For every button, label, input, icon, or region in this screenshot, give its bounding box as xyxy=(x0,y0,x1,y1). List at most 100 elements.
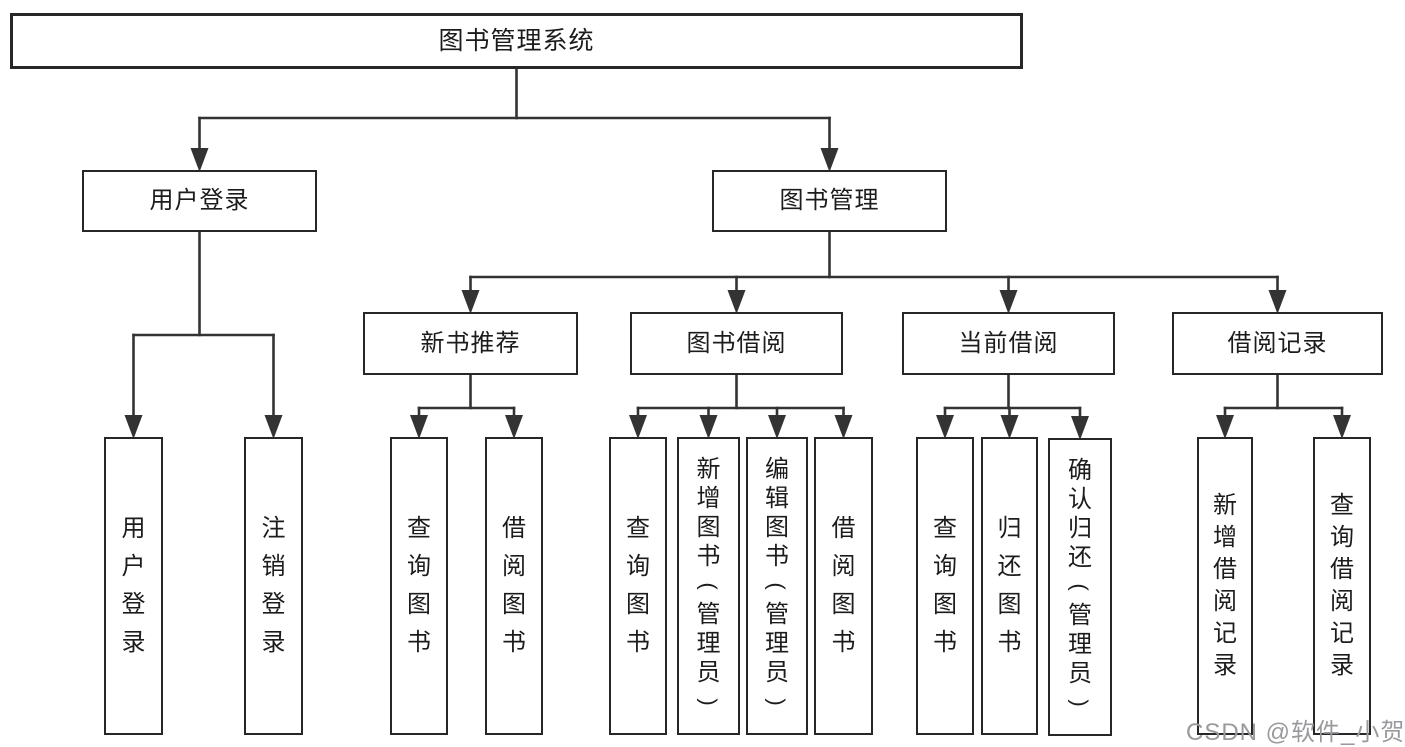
node-char: 书 xyxy=(831,629,856,656)
node-char: 员 xyxy=(696,659,721,686)
node-char: 录 xyxy=(261,629,286,656)
node-book-mgmt: 图书管理 xyxy=(712,170,947,232)
node-leaf-logout: 注销登录 xyxy=(244,437,303,735)
node-leaf-cb-confirm: 确认归还(管理员) xyxy=(1048,438,1112,736)
node-char: 图 xyxy=(933,591,957,618)
node-char: 录 xyxy=(1330,652,1354,679)
arrowhead xyxy=(727,290,746,314)
node-char: 归 xyxy=(1068,515,1092,542)
node-new-book-rec: 新书推荐 xyxy=(363,312,578,375)
node-char: 询 xyxy=(933,553,957,580)
node-char: 录 xyxy=(121,629,146,656)
node-char: 用 xyxy=(121,515,146,542)
node-char: 图 xyxy=(765,514,789,541)
node-char: 书 xyxy=(765,543,789,570)
node-char: 书 xyxy=(502,629,526,656)
node-char: 管 xyxy=(765,601,789,628)
node-char: 书 xyxy=(696,543,721,570)
node-char: 员 xyxy=(1068,660,1092,687)
arrowhead xyxy=(1333,415,1351,439)
node-leaf-bb-add: 新增图书(管理员) xyxy=(677,437,740,735)
node-char: 户 xyxy=(121,553,146,580)
node-char: 查 xyxy=(1330,492,1354,519)
node-char: 理 xyxy=(765,630,789,657)
node-root: 图书管理系统 xyxy=(10,13,1023,69)
node-char: 员 xyxy=(765,659,789,686)
arrowhead xyxy=(124,415,143,439)
arrowhead xyxy=(410,415,428,439)
node-char: 还 xyxy=(1068,544,1092,571)
node-char: 借 xyxy=(1213,556,1237,583)
arrowhead xyxy=(768,415,786,439)
watermark: CSDN @软件_小贺同学 xyxy=(1186,719,1405,746)
node-user-login: 用户登录 xyxy=(82,170,317,232)
node-char: 图 xyxy=(626,591,650,618)
node-char: 确 xyxy=(1068,457,1092,484)
node-char: 图 xyxy=(696,514,721,541)
node-char: 记 xyxy=(1330,620,1354,647)
node-char: 询 xyxy=(1330,524,1354,551)
node-char: 图 xyxy=(831,591,856,618)
node-char: 阅 xyxy=(831,553,856,580)
node-char: 书 xyxy=(933,629,957,656)
node-char: 销 xyxy=(261,553,286,580)
node-leaf-bb-edit: 编辑图书 ( 管理员) xyxy=(746,437,808,735)
node-char: 还 xyxy=(997,553,1022,580)
node-book-borrow: 图书借阅 xyxy=(630,312,843,375)
arrowhead xyxy=(820,148,839,172)
node-char: 借 xyxy=(1330,556,1354,583)
node-char: 辑 xyxy=(765,485,789,512)
node-char: 登 xyxy=(121,591,146,618)
node-leaf-user-login: 用户登录 xyxy=(104,437,163,735)
arrowhead xyxy=(190,148,209,172)
node-char: 图 xyxy=(502,591,526,618)
node-char: 新 xyxy=(696,456,721,483)
arrowhead xyxy=(1000,415,1019,439)
node-char: 借 xyxy=(502,515,526,542)
node-char: 查 xyxy=(407,515,431,542)
node-char: 新 xyxy=(1213,492,1237,519)
node-char: ) xyxy=(696,698,722,706)
node-leaf-rec-borrow: 借阅图书 xyxy=(485,437,543,735)
arrowhead xyxy=(1071,416,1089,440)
node-char: 借 xyxy=(831,515,856,542)
node-char: 询 xyxy=(626,553,650,580)
node-char: 阅 xyxy=(1330,588,1354,615)
node-char: 认 xyxy=(1068,486,1092,513)
node-char: 注 xyxy=(261,515,286,542)
arrowhead xyxy=(264,415,283,439)
arrowhead xyxy=(1216,415,1234,439)
node-char: 录 xyxy=(1213,652,1237,679)
arrowhead xyxy=(461,290,480,314)
node-char: ( xyxy=(1067,583,1093,591)
node-leaf-bb-borrow: 借阅图书 xyxy=(814,437,873,735)
node-leaf-br-query: 查询借阅记录 xyxy=(1313,437,1371,735)
node-char: 书 xyxy=(626,629,650,656)
node-leaf-cb-query: 查询图书 xyxy=(916,437,974,735)
node-char: ( xyxy=(696,582,722,590)
node-char: 增 xyxy=(1213,524,1237,551)
node-leaf-cb-return: 归还图书 xyxy=(981,437,1038,735)
node-char: 增 xyxy=(696,485,721,512)
node-char: 阅 xyxy=(502,553,526,580)
arrowhead xyxy=(629,415,647,439)
node-char: 管 xyxy=(696,601,721,628)
node-borrow-records: 借阅记录 xyxy=(1172,312,1383,375)
node-char: ( xyxy=(764,582,790,590)
node-char: 书 xyxy=(997,629,1022,656)
node-leaf-bb-query: 查询图书 xyxy=(609,437,667,735)
arrowhead xyxy=(505,415,523,439)
node-char: 询 xyxy=(407,553,431,580)
node-char: 归 xyxy=(997,515,1022,542)
node-char: 理 xyxy=(1068,631,1092,658)
arrowhead xyxy=(936,415,954,439)
node-char: 书 xyxy=(407,629,431,656)
node-current-borrow: 当前借阅 xyxy=(902,312,1115,375)
node-char: ) xyxy=(764,698,790,706)
node-char: 图 xyxy=(997,591,1022,618)
arrowhead xyxy=(834,415,853,439)
node-char: 编 xyxy=(765,456,789,483)
arrowhead xyxy=(999,290,1018,314)
node-char: 查 xyxy=(626,515,650,542)
